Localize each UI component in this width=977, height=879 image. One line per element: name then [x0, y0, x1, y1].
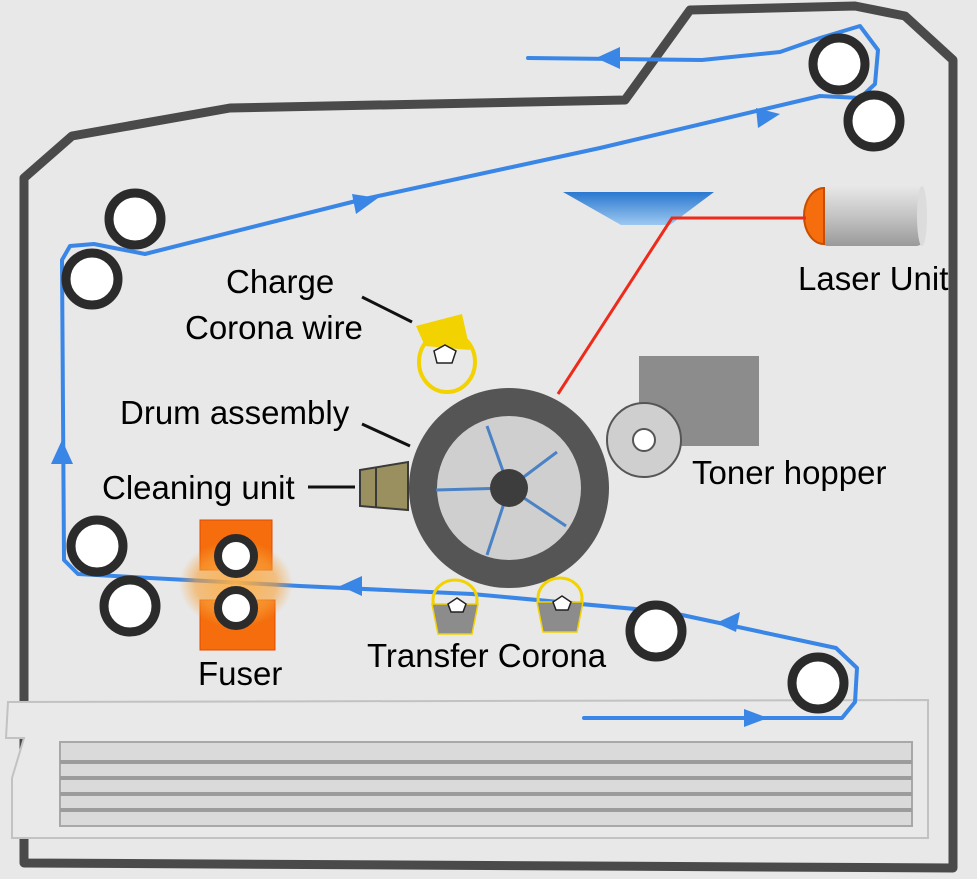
transfer-corona-left: [431, 578, 479, 635]
laser-beam: [556, 216, 806, 395]
cleaning-unit: [359, 460, 409, 512]
roller: [787, 652, 849, 714]
paper-path-input: [60, 24, 880, 720]
charge-leader-line: [361, 295, 413, 324]
paper-tray: [4, 698, 929, 839]
roller: [99, 575, 161, 637]
arrow-right-icon: [744, 709, 768, 727]
roller: [61, 248, 123, 310]
arrow-right-icon: [352, 194, 378, 214]
label-charge: Charge: [226, 263, 334, 300]
paper-path: [60, 24, 880, 720]
roller: [843, 90, 905, 152]
laser-emitter: [803, 186, 825, 246]
arrow-left-icon: [596, 47, 620, 69]
label-corona-wire: Corona wire: [185, 309, 363, 346]
arrow-left-icon: [340, 576, 362, 596]
drum-assembly: [409, 388, 609, 588]
toner-hopper: [606, 356, 759, 478]
paper-path-arrows: [51, 47, 780, 727]
label-laser-unit: Laser Unit: [798, 260, 948, 297]
corona-wire-icon: [552, 595, 572, 611]
label-fuser: Fuser: [198, 655, 282, 692]
roller: [104, 188, 166, 250]
arrow-right-icon: [756, 108, 780, 128]
charge-corona-wire: [416, 314, 477, 394]
roller: [66, 515, 128, 577]
laser-unit: [803, 186, 927, 246]
label-transfer-corona: Transfer Corona: [367, 637, 607, 674]
roller: [808, 33, 870, 95]
arrow-up-icon: [51, 440, 73, 464]
label-drum-assembly: Drum assembly: [120, 394, 350, 431]
leader-lines: [308, 295, 413, 489]
transfer-corona-right: [536, 576, 584, 633]
fuser-glow: [179, 540, 293, 628]
label-cleaning-unit: Cleaning unit: [102, 469, 295, 506]
drum-leader-line: [361, 422, 411, 448]
rollers: [61, 33, 905, 714]
printer-housing: [19, 1, 958, 873]
roller: [625, 600, 687, 662]
label-toner-hopper: Toner hopper: [692, 454, 886, 491]
corona-wire-icon: [433, 344, 457, 364]
fuser-roller-bottom: [214, 586, 258, 630]
fuser: [179, 519, 293, 651]
arrow-left-icon: [716, 612, 740, 632]
mirror: [563, 192, 714, 225]
corona-wire-icon: [447, 597, 467, 613]
fuser-roller-top: [214, 534, 258, 578]
